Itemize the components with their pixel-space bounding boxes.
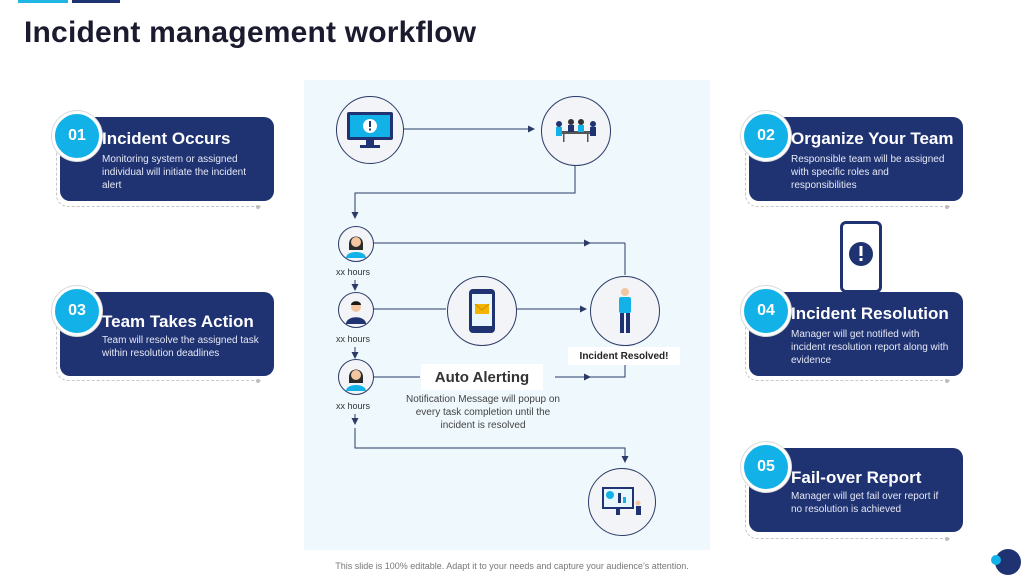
step-title-4: Incident Resolution [791, 304, 949, 323]
step-desc-3: Team will resolve the assigned task with… [102, 335, 259, 359]
step-desc-5: Manager will get fail over report if no … [791, 491, 939, 515]
person-icon [338, 226, 374, 262]
connector-auto-resolved [555, 363, 626, 378]
step-desc-4: Manager will get notified with incident … [791, 329, 949, 366]
hours-label-1: xx hours [336, 267, 371, 277]
person-icon [338, 359, 374, 395]
step-title-2: Organize Your Team [791, 129, 954, 148]
step-badge-5: 05 [741, 442, 791, 492]
card-dot-1 [256, 205, 260, 209]
person-icon [338, 292, 374, 328]
monitor-alert-icon [336, 96, 404, 164]
team-meeting-icon [541, 96, 611, 166]
card-outline-5 [745, 482, 950, 539]
phone-alert-icon [840, 221, 882, 293]
corner-decoration-accent [991, 555, 1001, 565]
top-accent-bar-light [18, 0, 68, 3]
card-outline-1 [56, 150, 261, 207]
card-outline-2 [745, 150, 950, 207]
step-badge-4: 04 [741, 286, 791, 336]
connector-team-person1 [351, 163, 576, 219]
step-badge-3: 03 [52, 286, 102, 336]
presentation-icon [588, 468, 656, 536]
step-title-1: Incident Occurs [102, 129, 231, 148]
step-title-5: Fail-over Report [791, 468, 922, 487]
hours-label-3: xx hours [336, 401, 371, 411]
card-outline-3 [56, 324, 261, 381]
step-card-1: Incident Occurs Monitoring system or ass… [60, 117, 274, 201]
auto-alerting-desc: Notification Message will popup on every… [406, 394, 560, 431]
card-dot-5 [945, 537, 949, 541]
slide-title: Incident management workflow [24, 16, 477, 49]
card-dot-3 [256, 379, 260, 383]
auto-alerting-title: Auto Alerting [421, 364, 543, 390]
phone-mail-icon [447, 276, 517, 346]
connector-to-report [354, 428, 629, 463]
step-desc-2: Responsible team will be assigned with s… [791, 154, 945, 191]
card-outline-4 [745, 324, 950, 381]
incident-resolved-label: Incident Resolved! [568, 347, 680, 365]
standing-man-icon [590, 276, 660, 346]
hours-label-2: xx hours [336, 334, 371, 344]
step-title-3: Team Takes Action [102, 312, 254, 331]
footer-note: This slide is 100% editable. Adapt it to… [335, 561, 689, 571]
step-badge-2: 02 [741, 111, 791, 161]
step-card-2: Organize Your Team Responsible team will… [749, 117, 963, 201]
top-accent-bar-dark [72, 0, 120, 3]
card-dot-4 [945, 379, 949, 383]
step-desc-1: Monitoring system or assigned individual… [102, 154, 246, 191]
card-dot-2 [945, 205, 949, 209]
step-badge-1: 01 [52, 111, 102, 161]
